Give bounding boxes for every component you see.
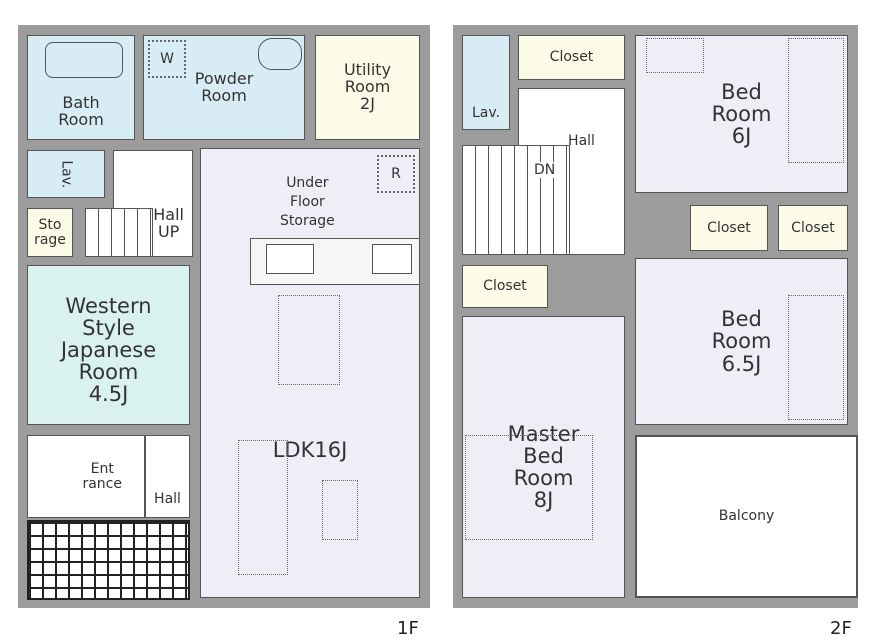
closet-a: Closet xyxy=(690,205,768,251)
under-floor-storage: Under Floor Storage xyxy=(280,172,335,229)
storage-label: Sto rage xyxy=(34,216,66,248)
bed-room-6-5j: Bed Room 6.5J xyxy=(635,258,848,425)
floor-1-label: 1F xyxy=(397,618,419,639)
hall-up: Hall UP xyxy=(113,150,193,257)
kitchen-sink xyxy=(266,244,314,274)
staircase-1f[interactable] xyxy=(85,208,153,257)
dn-label: DN xyxy=(534,162,556,178)
closet-top: Closet xyxy=(518,35,625,80)
sink xyxy=(258,38,302,70)
under-floor-storage-label: Under Floor Storage xyxy=(280,175,335,229)
closet-top-label: Closet xyxy=(549,49,594,66)
japanese-room-label: Western Style Japanese Room 4.5J xyxy=(60,293,157,407)
coffee-table xyxy=(322,480,358,540)
hall-1f-label: Hall xyxy=(154,491,181,508)
storage: Sto rage xyxy=(27,208,73,257)
japanese-room: Western Style Japanese Room 4.5J xyxy=(27,265,190,425)
closet-c: Closet xyxy=(462,265,548,308)
bathtub xyxy=(45,42,123,78)
bath-room-label: Bath Room xyxy=(58,93,104,130)
bed-room-6j: Bed Room 6J xyxy=(635,35,848,193)
master-bed-room: Master Bed Room 8J xyxy=(462,316,625,598)
bed-6-5j xyxy=(788,295,844,420)
bed-room-6-5j-label: Bed Room 6.5J xyxy=(711,307,772,376)
hall-2f-label: Hall xyxy=(568,133,595,149)
closet-a-label: Closet xyxy=(707,219,751,236)
dining-table xyxy=(278,295,340,385)
washer-space: W xyxy=(148,40,186,78)
master-bed-room-label: Master Bed Room 8J xyxy=(507,421,580,513)
utility-room: Utility Room 2J xyxy=(315,35,420,140)
fridge-label: R xyxy=(391,166,401,182)
hall-up-label: Hall UP xyxy=(153,204,184,241)
entrance-tiles xyxy=(27,520,190,600)
balcony: Balcony xyxy=(635,435,858,598)
stove-icon xyxy=(372,244,412,274)
floor-2-label: 2F xyxy=(830,618,852,639)
closet-b-label: Closet xyxy=(791,219,835,236)
lavatory-1f-label: Lav. xyxy=(58,159,75,189)
fridge-space: R xyxy=(377,155,415,193)
closet-c-label: Closet xyxy=(483,278,527,295)
lavatory-2f: Lav. xyxy=(462,35,510,130)
lavatory-2f-label: Lav. xyxy=(471,105,501,122)
lavatory-1f: Lav. xyxy=(27,150,105,198)
powder-room-label: Powder Room xyxy=(194,68,254,105)
closet-b: Closet xyxy=(778,205,848,251)
washer-label: W xyxy=(160,51,174,67)
sofa xyxy=(238,440,288,575)
ldk: LDK16J xyxy=(200,148,420,598)
balcony-label: Balcony xyxy=(718,508,775,525)
hall-1f: Hall xyxy=(145,435,190,518)
bed-room-6j-label: Bed Room 6J xyxy=(711,79,772,149)
ldk-label: LDK16J xyxy=(272,438,348,462)
utility-room-label: Utility Room 2J xyxy=(343,60,392,113)
entrance: Ent rance xyxy=(27,435,145,518)
bed-6j xyxy=(788,38,844,163)
entrance-label: Ent rance xyxy=(82,460,122,492)
desk-6j xyxy=(646,38,704,73)
master-bed xyxy=(465,435,593,540)
